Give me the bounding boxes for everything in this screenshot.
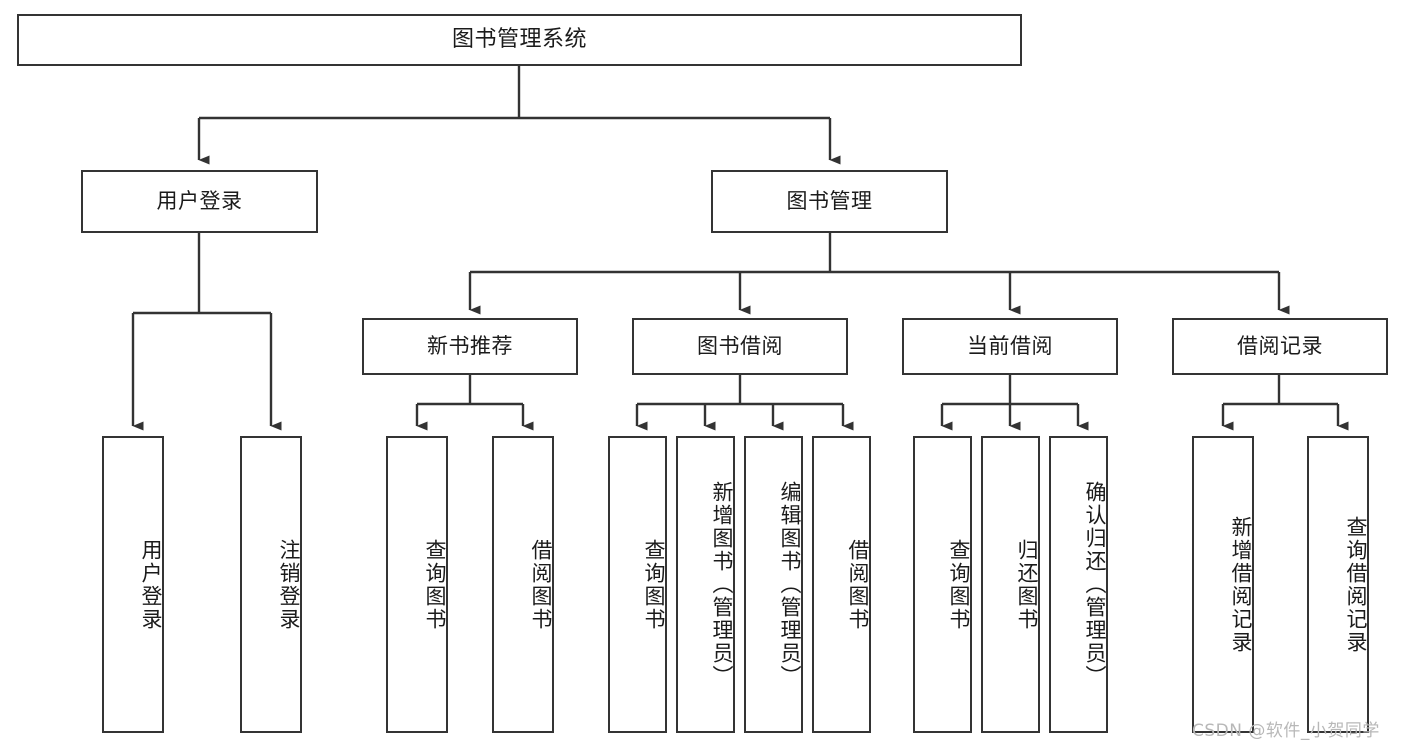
leaf-borrow-edit-book-admin[interactable]: 编辑图书（管理员） xyxy=(744,436,803,733)
node-current-borrowing[interactable]: 当前借阅 xyxy=(902,318,1118,375)
leaf-new-book-borrow-book[interactable]: 借阅图书 xyxy=(492,436,554,733)
leaf-current-return-book[interactable]: 归还图书 xyxy=(981,436,1040,733)
leaf-current-confirm-return-admin[interactable]: 确认归还（管理员） xyxy=(1049,436,1108,733)
node-label: 当前借阅 xyxy=(967,334,1053,359)
node-label: 查询图书 xyxy=(947,538,971,631)
node-label: 借阅图书 xyxy=(529,538,553,631)
leaf-user-login[interactable]: 用户登录 xyxy=(102,436,164,733)
node-borrow-records[interactable]: 借阅记录 xyxy=(1172,318,1388,375)
node-label: 图书借阅 xyxy=(697,334,783,359)
node-label: 新增借阅记录 xyxy=(1229,515,1253,654)
node-label: 用户登录 xyxy=(156,189,243,214)
leaf-borrow-borrow-book[interactable]: 借阅图书 xyxy=(812,436,871,733)
node-label: 借阅图书 xyxy=(846,538,870,631)
leaf-borrow-add-book-admin[interactable]: 新增图书（管理员） xyxy=(676,436,735,733)
node-book-management[interactable]: 图书管理 xyxy=(711,170,948,233)
node-root-book-management-system[interactable]: 图书管理系统 xyxy=(17,14,1022,66)
leaf-record-add-borrow-record[interactable]: 新增借阅记录 xyxy=(1192,436,1254,733)
node-label: 图书管理系统 xyxy=(451,27,587,53)
node-label: 用户登录 xyxy=(139,538,163,631)
node-label: 编辑图书（管理员） xyxy=(778,481,802,688)
node-label: 借阅记录 xyxy=(1237,334,1323,359)
node-label: 注销登录 xyxy=(277,538,301,631)
node-label: 图书管理 xyxy=(786,189,873,214)
node-label: 新增图书（管理员） xyxy=(710,481,734,688)
leaf-current-query-book[interactable]: 查询图书 xyxy=(913,436,972,733)
leaf-logout[interactable]: 注销登录 xyxy=(240,436,302,733)
node-new-book-recommendation[interactable]: 新书推荐 xyxy=(362,318,578,375)
node-user-login[interactable]: 用户登录 xyxy=(81,170,318,233)
node-label: 归还图书 xyxy=(1015,538,1039,631)
node-label: 查询图书 xyxy=(423,538,447,631)
node-book-borrowing[interactable]: 图书借阅 xyxy=(632,318,848,375)
csdn-watermark: CSDN @软件_小贺同学 xyxy=(1192,721,1380,741)
node-label: 新书推荐 xyxy=(427,334,513,359)
leaf-record-query-borrow-record[interactable]: 查询借阅记录 xyxy=(1307,436,1369,733)
leaf-borrow-query-book[interactable]: 查询图书 xyxy=(608,436,667,733)
node-label: 查询借阅记录 xyxy=(1344,515,1368,654)
leaf-new-book-query-book[interactable]: 查询图书 xyxy=(386,436,448,733)
node-label: 查询图书 xyxy=(642,538,666,631)
node-label: 确认归还（管理员） xyxy=(1083,481,1107,688)
